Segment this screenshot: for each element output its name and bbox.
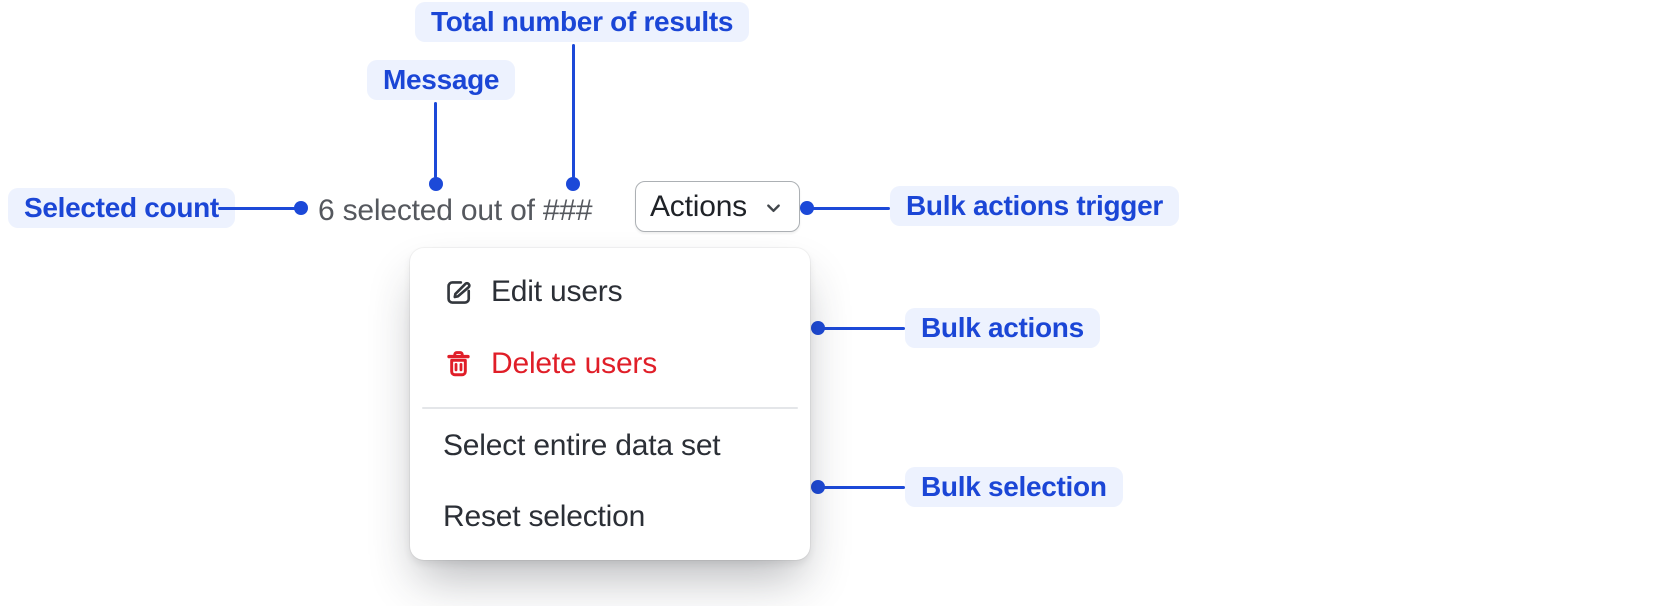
leader-dot-bulk-actions	[811, 321, 825, 335]
menu-item-label: Reset selection	[443, 500, 646, 533]
leader-dot-total-results	[566, 177, 580, 191]
leader-line-selected-count	[218, 207, 296, 210]
leader-line-total-results	[572, 44, 575, 178]
annotation-bulk-actions: Bulk actions	[905, 308, 1100, 348]
menu-item-label: Select entire data set	[443, 429, 721, 462]
menu-item-delete-users[interactable]: Delete users	[430, 339, 790, 389]
annotation-bulk-actions-trigger: Bulk actions trigger	[890, 186, 1179, 226]
leader-line-bulk-actions-trigger	[812, 207, 890, 210]
menu-item-reset-selection[interactable]: Reset selection	[430, 492, 790, 542]
delete-icon	[443, 349, 474, 380]
bulk-actions-popover: Edit users Delete users Select entire da…	[410, 248, 810, 560]
annotation-total-results: Total number of results	[415, 2, 750, 42]
menu-item-edit-users[interactable]: Edit users	[430, 267, 790, 317]
leader-line-bulk-actions	[823, 327, 905, 330]
annotation-selected-count: Selected count	[8, 188, 235, 228]
selected-count-message: 6 selected out of ###	[318, 194, 593, 227]
leader-dot-bulk-selection	[811, 480, 825, 494]
menu-item-label: Delete users	[491, 347, 658, 380]
leader-line-bulk-selection	[823, 486, 905, 489]
annotation-message: Message	[367, 60, 516, 100]
leader-dot-message	[429, 177, 443, 191]
chevron-down-icon	[762, 194, 785, 220]
edit-icon	[443, 277, 474, 308]
bulk-actions-trigger-button[interactable]: Actions	[635, 181, 800, 232]
actions-button-label: Actions	[650, 189, 747, 223]
annotation-bulk-selection: Bulk selection	[905, 467, 1123, 507]
leader-line-message	[434, 102, 437, 178]
leader-dot-selected-count	[294, 201, 308, 215]
menu-item-select-entire-data-set[interactable]: Select entire data set	[430, 421, 790, 471]
menu-item-label: Edit users	[491, 275, 623, 308]
menu-divider	[422, 407, 798, 409]
leader-dot-bulk-actions-trigger	[800, 201, 814, 215]
